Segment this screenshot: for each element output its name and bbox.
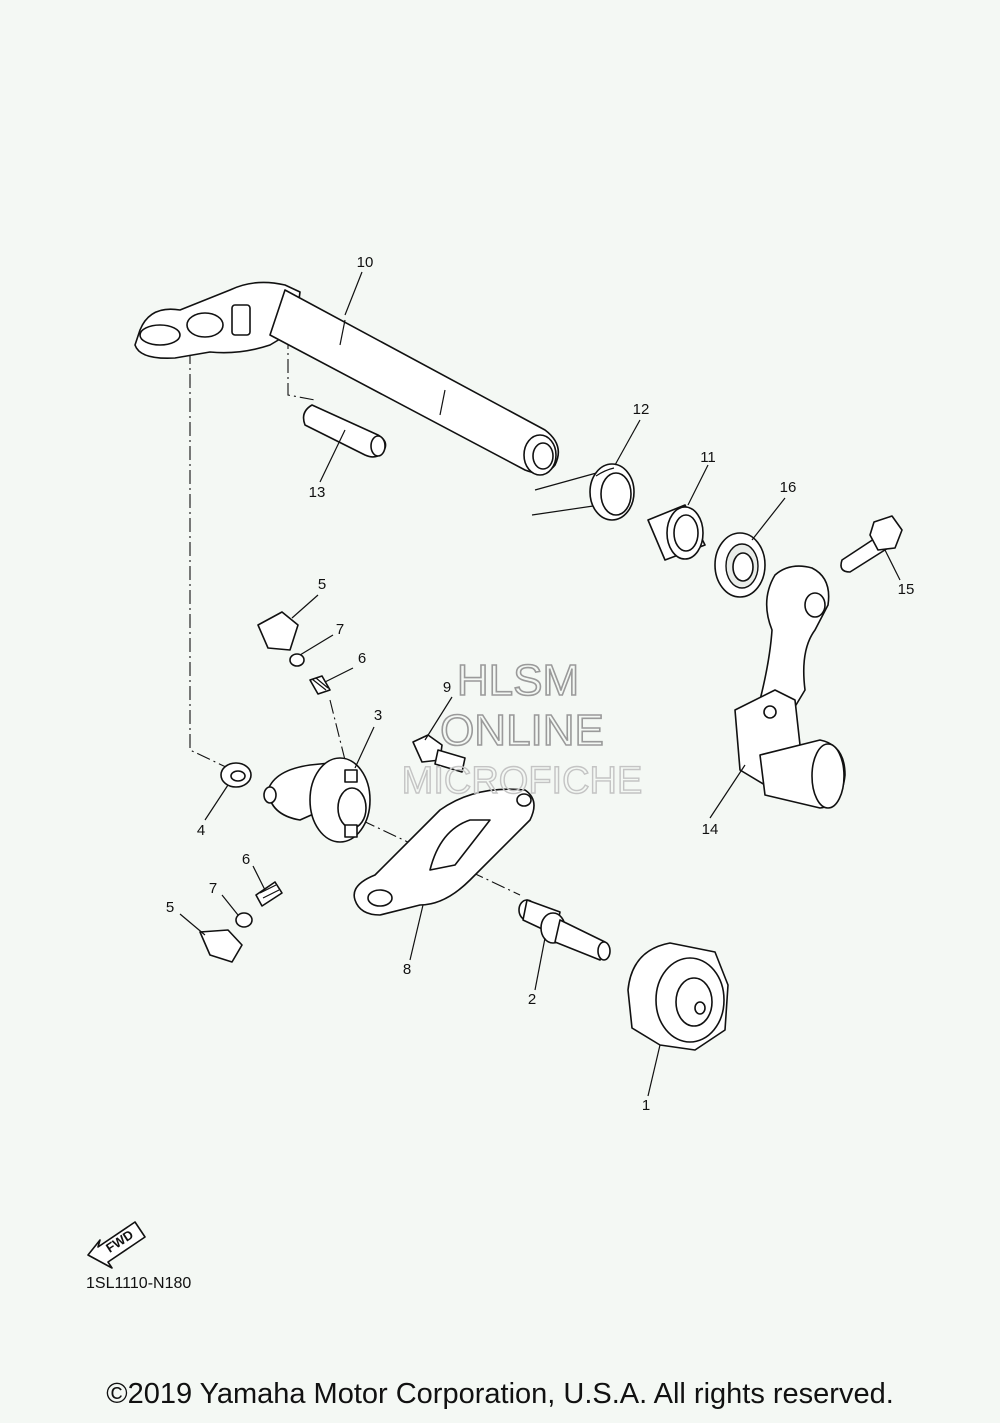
part-1-shift-segment[interactable] [627, 942, 729, 1051]
part-5-pawl-lower[interactable] [199, 929, 243, 963]
callout-12: 12 [633, 401, 650, 418]
copyright-notice: ©2019 Yamaha Motor Corporation, U.S.A. A… [106, 1378, 894, 1410]
callout-16: 16 [780, 479, 797, 496]
part-7-pin-lower[interactable] [235, 912, 253, 928]
part-12-return-spring[interactable] [531, 463, 635, 521]
watermark-line-3: MICROFICHE [402, 760, 643, 802]
callout-10: 10 [357, 254, 374, 271]
callout-2: 2 [528, 991, 536, 1008]
fwd-arrow-icon: FWD [87, 1221, 146, 1269]
part-11-collar[interactable] [647, 504, 706, 561]
part-8-stopper-plate[interactable] [353, 788, 535, 916]
callout-4: 4 [197, 822, 205, 839]
part-6-spring-upper[interactable] [309, 675, 331, 695]
part-5-pawl-upper[interactable] [257, 611, 299, 651]
part-9-bolt[interactable] [412, 734, 466, 773]
part-2-stepped-bolt[interactable] [518, 899, 611, 961]
callout-5-lower: 5 [166, 899, 174, 916]
callout-15: 15 [898, 581, 915, 598]
callout-11: 11 [700, 449, 716, 466]
part-6-spring-lower[interactable] [255, 881, 283, 907]
part-3-shift-guide[interactable] [263, 757, 371, 843]
callout-1: 1 [642, 1097, 650, 1114]
callout-3: 3 [374, 707, 382, 724]
callout-7-upper: 7 [336, 621, 344, 638]
callout-9: 9 [443, 679, 451, 696]
callout-8: 8 [403, 961, 411, 978]
part-4-washer[interactable] [220, 762, 252, 788]
leader-lines [179, 271, 901, 1097]
part-15-bolt[interactable] [840, 515, 903, 573]
callout-6-upper: 6 [358, 650, 366, 667]
drawing-code: 1SL1110-N180 [86, 1275, 191, 1292]
part-7-pin-upper[interactable] [289, 653, 305, 667]
watermark-line-2: ONLINE [440, 706, 604, 755]
callout-5-upper: 5 [318, 576, 326, 593]
part-16-oil-seal[interactable] [714, 532, 766, 598]
watermark-line-1: HLSM [457, 656, 579, 705]
callout-6-lower: 6 [242, 851, 250, 868]
part-14-shift-pedal[interactable] [734, 565, 846, 809]
callout-7-lower: 7 [209, 880, 217, 897]
part-10-shift-shaft[interactable] [134, 281, 560, 476]
callout-13: 13 [309, 484, 326, 501]
watermark: HLSM ONLINE MICROFICHE [401, 655, 643, 803]
callout-14: 14 [702, 821, 719, 838]
callout-labels: 10 12 11 16 15 14 13 5 7 6 3 4 6 7 5 9 8… [166, 254, 915, 1114]
